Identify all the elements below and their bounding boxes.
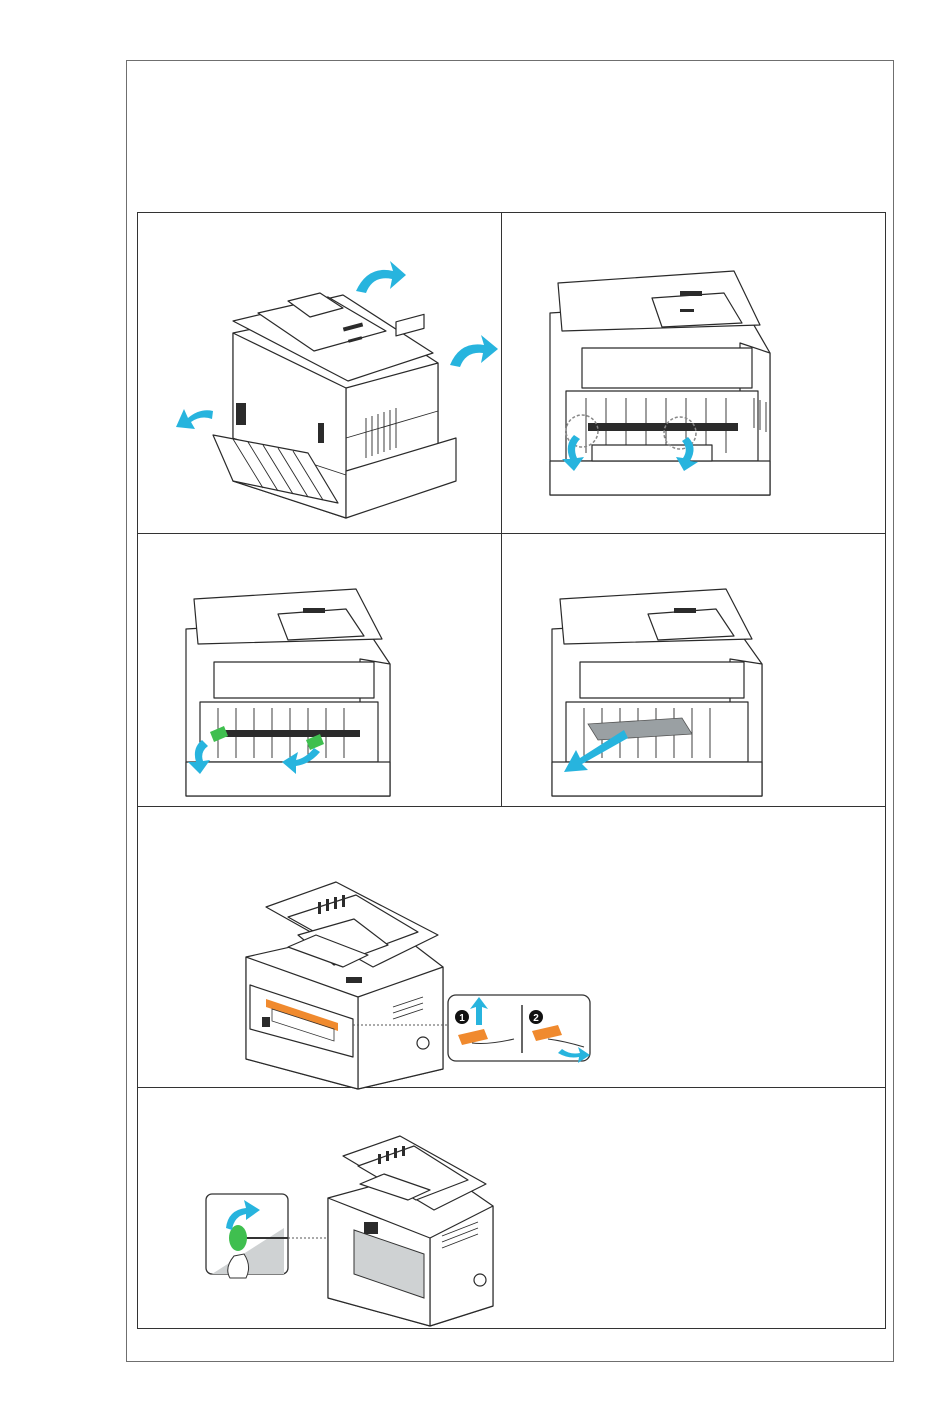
- step-cell-green-levers: [138, 534, 501, 806]
- printer-pull-paper-illustration: [502, 534, 886, 806]
- callout-number-1: 1: [459, 1013, 465, 1024]
- step-cell-front-cover: 1 2: [138, 807, 886, 1087]
- step-cell-fuser-levers: [502, 213, 886, 533]
- open-rear-door-arrow-icon: [176, 409, 213, 429]
- printer-knob-illustration: [138, 1088, 886, 1329]
- printer-green-levers-illustration: [138, 534, 501, 806]
- printer-rear-door-illustration: [138, 213, 501, 533]
- step-cell-rear-door: [138, 213, 501, 533]
- instruction-grid: 1 2: [137, 212, 886, 1329]
- printer-rear-levers-illustration: [502, 213, 886, 533]
- step-cell-pull-paper: [502, 534, 886, 806]
- lift-cover-arrow-icon: [356, 261, 406, 293]
- open-side-arrow-icon: [450, 335, 498, 367]
- printer-front-cover-illustration: 1 2: [138, 807, 886, 1087]
- callout-knob-rotate: [206, 1194, 288, 1278]
- callout-number-2: 2: [533, 1013, 539, 1024]
- step-cell-knob: [138, 1088, 886, 1329]
- callout-lever-release: 1 2: [448, 995, 590, 1063]
